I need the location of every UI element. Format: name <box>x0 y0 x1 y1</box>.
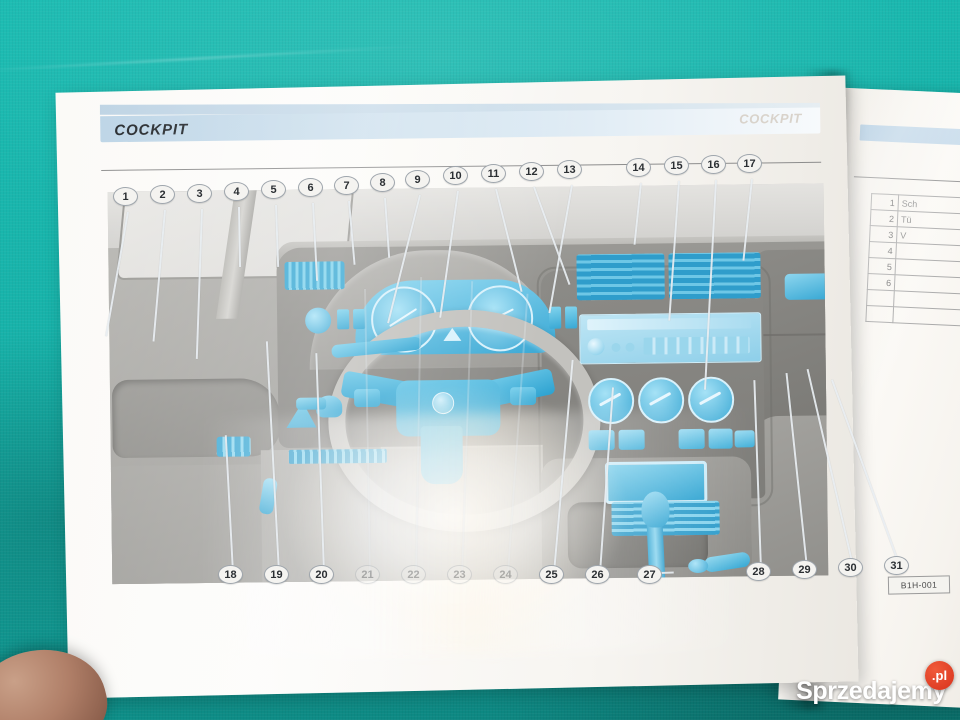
rear-defog-switch-icon <box>564 306 578 329</box>
legend-number: 5 <box>868 257 896 275</box>
radio-preset-buttons <box>643 336 750 355</box>
door-armrest <box>111 378 281 459</box>
centre-vent-right-icon <box>668 252 761 300</box>
callout-4: 4 <box>224 182 249 201</box>
callout-14: 14 <box>626 158 651 177</box>
headlight-switch-icon <box>304 307 332 334</box>
callout-18: 18 <box>218 565 243 584</box>
callout-27: 27 <box>637 565 662 584</box>
right-page-rule <box>853 176 960 186</box>
callout-16: 16 <box>701 155 726 174</box>
console-switch-4-icon <box>708 428 733 449</box>
dash-switch-2-icon <box>353 309 366 330</box>
watermark-badge: .pl <box>925 661 954 690</box>
radio-volume-knob-icon <box>587 338 605 356</box>
callout-7: 7 <box>334 176 359 195</box>
callout-13: 13 <box>557 160 582 179</box>
legend-number: 3 <box>869 225 898 243</box>
callout-23: 23 <box>447 565 472 584</box>
glovebox-handle-icon <box>784 273 829 300</box>
callout-29: 29 <box>792 560 817 579</box>
callout-9: 9 <box>405 170 430 189</box>
callout-8: 8 <box>370 173 395 192</box>
console-switch-3-icon <box>678 428 705 450</box>
centre-vent-left-icon <box>576 253 665 301</box>
legend-number: 4 <box>868 241 897 259</box>
callout-15: 15 <box>664 156 689 175</box>
watermark-text: Sprzedajemy <box>796 677 946 705</box>
console-switch-2-icon <box>618 429 645 450</box>
cruise-stalk-icon <box>509 386 537 406</box>
dash-switch-1-icon <box>337 309 350 330</box>
page-title: COCKPIT <box>114 121 189 140</box>
radio-knob-3-icon <box>625 342 635 352</box>
legend-number: 2 <box>870 209 898 227</box>
legend-number: 6 <box>867 273 896 291</box>
console-switch-1-icon <box>588 429 615 451</box>
console-switch-5-icon <box>734 430 755 448</box>
seat-adjust-lever-icon <box>296 397 327 410</box>
hazard-switch-icon <box>548 306 562 329</box>
legend-number <box>865 305 894 323</box>
callout-19: 19 <box>264 565 289 584</box>
legend-number <box>866 289 895 307</box>
callout-25: 25 <box>539 565 564 584</box>
callout-21: 21 <box>355 565 380 584</box>
callout-17: 17 <box>737 154 762 173</box>
callout-1: 1 <box>113 187 138 206</box>
page-title-ghost: COCKPIT <box>739 110 803 127</box>
callout-2: 2 <box>150 185 175 204</box>
radio-knob-2-icon <box>611 342 621 353</box>
callout-22: 22 <box>401 565 426 584</box>
gear-lever-knob-icon <box>641 491 670 528</box>
table-row <box>865 305 960 330</box>
callout-6: 6 <box>298 178 323 197</box>
callout-5: 5 <box>261 180 286 199</box>
footwell-vent-icon <box>288 448 387 464</box>
legend-number: 1 <box>870 193 899 211</box>
steering-column-shroud <box>420 425 464 485</box>
figure-code-label: B1H-001 <box>887 575 951 595</box>
callout-26: 26 <box>585 565 610 584</box>
callout-12: 12 <box>519 162 544 181</box>
window-switch-panel-icon <box>216 436 251 457</box>
legend-text <box>892 306 960 330</box>
right-page-header-band <box>859 124 960 150</box>
horn-badge-icon <box>432 391 455 415</box>
callout-30: 30 <box>838 558 863 577</box>
callout-31: 31 <box>884 556 909 575</box>
callout-20: 20 <box>309 565 334 584</box>
callout-24: 24 <box>493 565 518 584</box>
callout-10: 10 <box>443 166 468 185</box>
callout-3: 3 <box>187 184 212 203</box>
callout-11: 11 <box>481 164 506 183</box>
callout-28: 28 <box>746 562 771 581</box>
